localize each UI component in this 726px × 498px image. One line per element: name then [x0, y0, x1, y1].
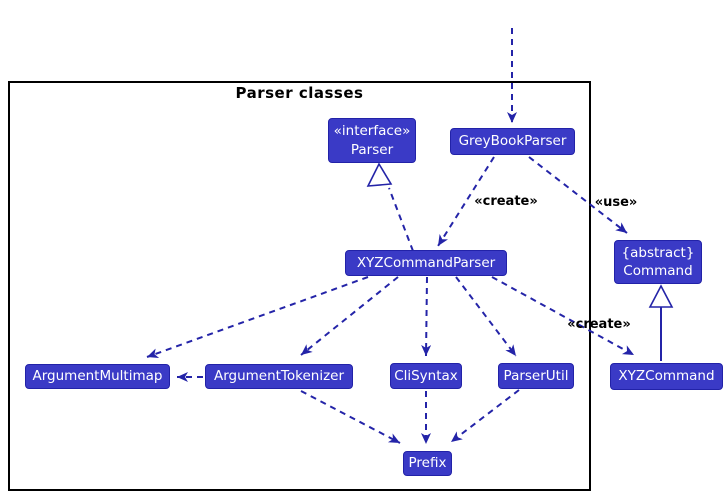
edge-label-use: «use» [594, 195, 638, 210]
class-name: XYZCommandParser [356, 254, 496, 271]
class-parserutil: ParserUtil [498, 363, 574, 389]
class-xyzcommand: XYZCommand [610, 363, 723, 390]
realization-triangle-parser [366, 162, 393, 187]
class-name: ParserUtil [503, 367, 569, 384]
class-name: ArgumentTokenizer [213, 368, 345, 385]
class-command: {abstract} Command [614, 240, 702, 284]
edge-argumenttokenizer-to-prefix [300, 390, 401, 444]
edge-xyzcommandparser-to-clisyntax [421, 276, 432, 357]
class-clisyntax: CliSyntax [390, 363, 462, 389]
class-parser-interface: «interface» Parser [328, 118, 416, 163]
class-greybookparser: GreyBookParser [450, 128, 575, 155]
class-argumenttokenizer: ArgumentTokenizer [205, 364, 353, 389]
class-prefix: Prefix [403, 451, 452, 476]
edge-xyzcommandparser-realizes-parser [388, 187, 414, 252]
edge-xyzcommandparser-to-argumenttokenizer [300, 276, 399, 356]
class-name: Prefix [408, 455, 447, 472]
parser-classes-frame [8, 81, 591, 491]
class-name: Parser [350, 141, 394, 158]
edge-label-create-2: «create» [567, 317, 631, 332]
class-stereotype: «interface» [333, 123, 411, 140]
class-argumentmultimap: ArgumentMultimap [25, 364, 170, 389]
class-name: Command [623, 263, 693, 279]
class-xyzcommandparser: XYZCommandParser [345, 250, 507, 276]
class-name: ArgumentMultimap [32, 368, 163, 385]
edge-xyzcommandparser-create-xyzcommand [491, 276, 635, 356]
generalization-triangle-command [648, 284, 674, 308]
edge-greybookparser-use-command [528, 156, 628, 234]
class-name: XYZCommand [618, 368, 715, 385]
class-name: CliSyntax [394, 367, 458, 384]
class-name: GreyBookParser [458, 133, 567, 150]
frame-title: Parser classes [235, 84, 364, 102]
edge-parserutil-to-prefix [450, 389, 520, 443]
edge-label-create-1: «create» [474, 194, 538, 209]
class-stereotype: {abstract} [621, 244, 695, 261]
edge-xyzcommandparser-to-parserutil [455, 276, 517, 357]
edge-xyzcommandparser-to-argumentmultimap [146, 276, 369, 358]
